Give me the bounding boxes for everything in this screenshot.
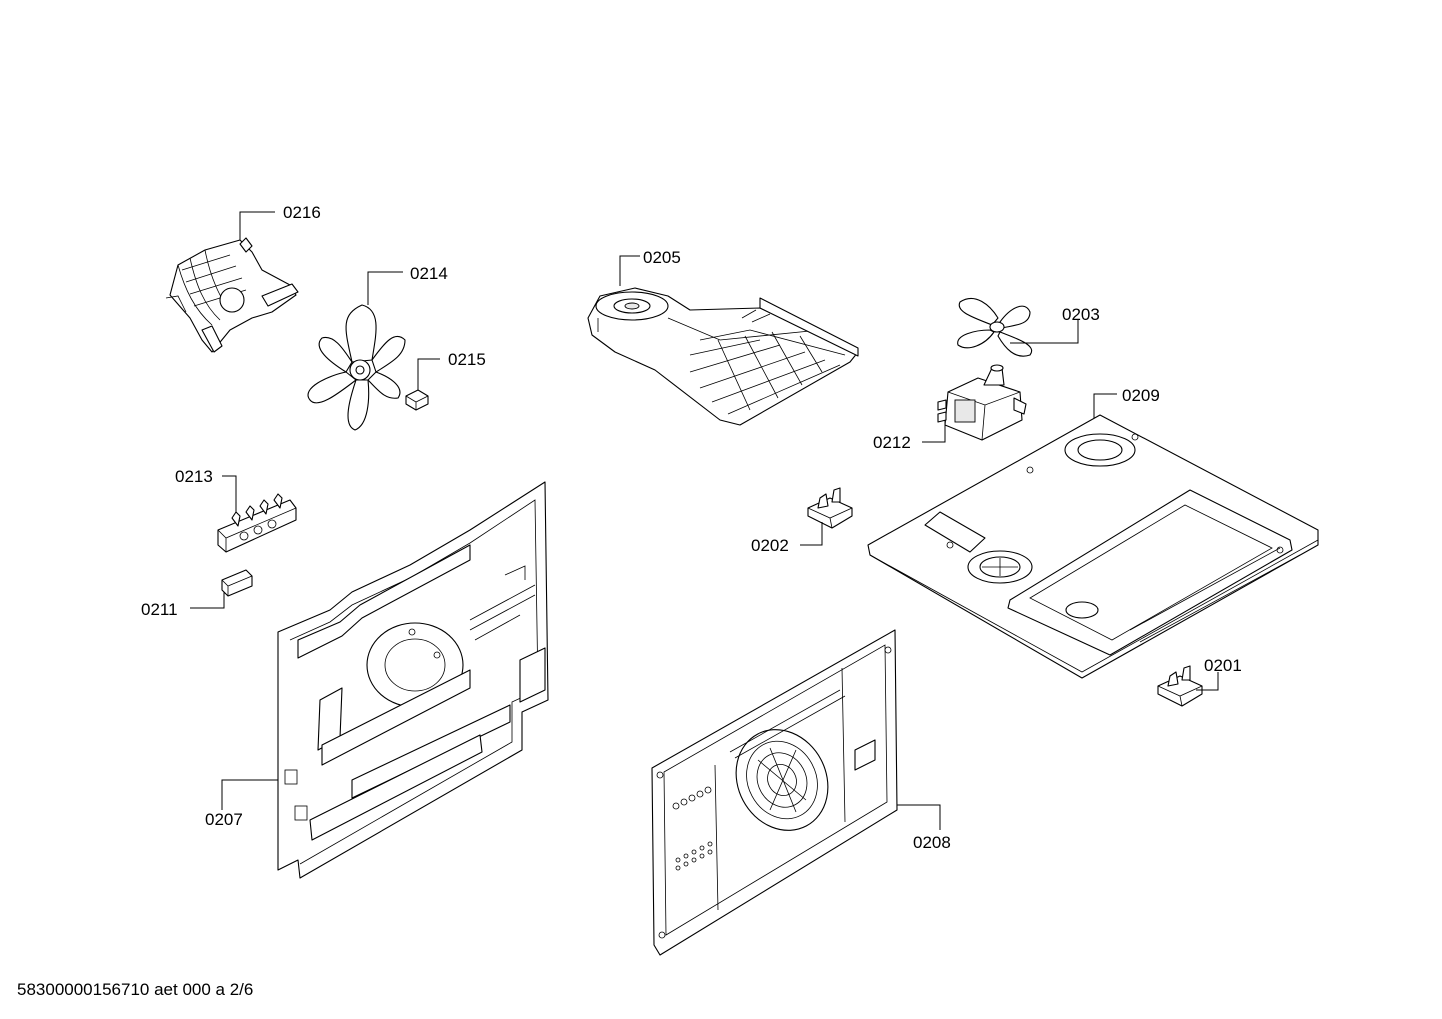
label-0211[interactable]: 0211: [141, 600, 178, 619]
leader-0215: [417, 358, 440, 390]
label-0207[interactable]: 0207: [205, 810, 243, 829]
part-0207-side-panel[interactable]: [277, 481, 549, 879]
leader-0209: [1093, 393, 1117, 418]
leader-0211: [190, 592, 225, 609]
label-0216[interactable]: 0216: [283, 203, 321, 222]
label-0203[interactable]: 0203: [1062, 305, 1100, 324]
label-0214[interactable]: 0214: [410, 264, 448, 283]
leader-0214: [367, 271, 403, 305]
leader-0207: [221, 779, 278, 810]
leader-0201: [1196, 672, 1219, 691]
label-0208[interactable]: 0208: [913, 833, 951, 852]
part-0213-terminal-block[interactable]: [217, 493, 297, 553]
part-0203-cooling-fan[interactable]: [957, 297, 1033, 357]
leader-0213: [222, 475, 237, 512]
label-0212[interactable]: 0212: [873, 433, 911, 452]
leader-0205: [619, 255, 640, 286]
leader-0216: [239, 211, 275, 240]
label-0213[interactable]: 0213: [175, 467, 213, 486]
label-0201[interactable]: 0201: [1204, 656, 1242, 675]
part-0208-rear-panel[interactable]: [651, 629, 898, 956]
part-0215-nut[interactable]: [405, 389, 429, 411]
label-0215[interactable]: 0215: [448, 350, 486, 369]
leader-0208: [897, 804, 941, 830]
part-0209-top-plate[interactable]: [867, 414, 1319, 679]
leader-0212: [922, 420, 946, 443]
part-0214-fan-blade[interactable]: [307, 304, 406, 431]
document-footer-code: 58300000156710 aet 000 a 2/6: [17, 980, 254, 999]
leader-0202: [800, 522, 823, 546]
label-0209[interactable]: 0209: [1122, 386, 1160, 405]
part-0212-motor[interactable]: [937, 364, 1027, 441]
part-0201-thermostat[interactable]: [1157, 665, 1203, 707]
label-0205[interactable]: 0205: [643, 248, 681, 267]
leader-0203: [1010, 320, 1079, 344]
part-0211-connector[interactable]: [221, 569, 253, 597]
part-0216-fan-motor[interactable]: [165, 237, 299, 353]
part-0205-air-duct[interactable]: [587, 287, 859, 426]
part-0202-thermostat[interactable]: [807, 487, 853, 529]
label-0202[interactable]: 0202: [751, 536, 789, 555]
